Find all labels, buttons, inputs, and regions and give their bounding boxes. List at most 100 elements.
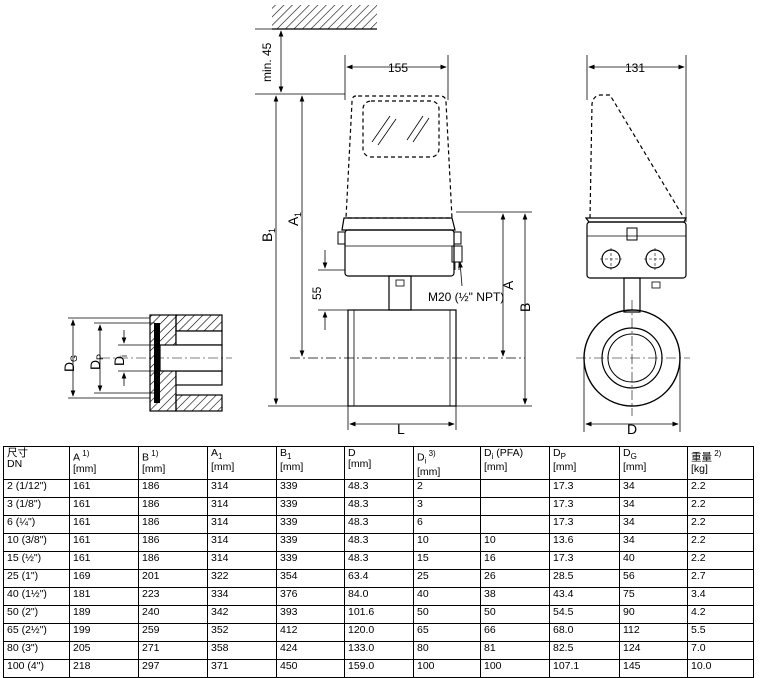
- table-cell: 2.7: [687, 568, 754, 588]
- header-footnote: 2): [712, 449, 722, 458]
- table-cell: 10.0: [687, 658, 754, 678]
- dp-sub: P: [95, 354, 105, 360]
- table-cell: 34: [619, 532, 688, 552]
- table-cell: 161: [69, 532, 139, 552]
- table-cell: 100: [413, 658, 481, 678]
- table-cell: 2.2: [687, 496, 754, 516]
- header-label: A: [211, 447, 219, 459]
- table-cell: 50 (2"): [3, 604, 70, 624]
- table-cell: 40: [619, 550, 688, 570]
- table-cell: 80 (3"): [3, 640, 70, 660]
- table-cell: [480, 496, 550, 516]
- table-cell: 240: [138, 604, 208, 624]
- table-cell: 189: [69, 604, 139, 624]
- column-header: B 1)[mm]: [138, 446, 208, 480]
- table-cell: 3: [413, 496, 481, 516]
- table-cell: 50: [413, 604, 481, 624]
- table-cell: 38: [480, 586, 550, 606]
- header-label: D: [417, 451, 425, 464]
- column-header: Di (PFA)[mm]: [480, 446, 550, 480]
- table-cell: 186: [138, 496, 208, 516]
- table-cell: 65 (2½"): [3, 622, 70, 642]
- d-label: D: [627, 421, 637, 437]
- header-label: D: [348, 447, 356, 459]
- header-unit: [mm]: [348, 458, 372, 470]
- table-cell: 223: [138, 586, 208, 606]
- table-cell: 424: [276, 640, 345, 660]
- table-cell: 2.2: [687, 514, 754, 534]
- header-label: B: [142, 451, 150, 464]
- table-cell: 2.2: [687, 478, 754, 498]
- table-cell: 75: [619, 586, 688, 606]
- header-subscript: 1: [218, 452, 223, 462]
- table-cell: 48.3: [344, 514, 414, 534]
- header-unit: [kg]: [691, 462, 708, 475]
- table-cell: 112: [619, 622, 688, 642]
- table-cell: 2 (1/12"): [3, 478, 70, 498]
- table-cell: 6: [413, 514, 481, 534]
- connection-detail: [68, 314, 232, 412]
- a1-sub: 1: [293, 212, 303, 217]
- table-cell: 186: [138, 550, 208, 570]
- header-unit: [mm]: [142, 462, 166, 475]
- table-cell: 354: [276, 568, 345, 588]
- header-unit: [mm]: [73, 462, 97, 475]
- table-cell: 66: [480, 622, 550, 642]
- offset-55-label: 55: [310, 286, 324, 300]
- header-label: A: [73, 451, 81, 464]
- table-cell: 17.3: [549, 478, 620, 498]
- header-footnote: 1): [80, 449, 90, 458]
- table-cell: 342: [207, 604, 277, 624]
- table-cell: 65: [413, 622, 481, 642]
- table-cell: 169: [69, 568, 139, 588]
- table-cell: 271: [138, 640, 208, 660]
- side-view: [576, 55, 690, 432]
- header-subscript: G: [630, 452, 637, 462]
- ceiling-hatch: [272, 5, 377, 30]
- table-cell: 133.0: [344, 640, 414, 660]
- table-cell: 101.6: [344, 604, 414, 624]
- header-label: B: [280, 447, 288, 459]
- table-cell: 7.0: [687, 640, 754, 660]
- table-cell: 84.0: [344, 586, 414, 606]
- column-header: Di 3)[mm]: [413, 446, 481, 480]
- table-cell: 124: [619, 640, 688, 660]
- table-cell: 3.4: [687, 586, 754, 606]
- table-cell: 40: [413, 586, 481, 606]
- table-cell: 48.3: [344, 496, 414, 516]
- table-cell: 218: [69, 658, 139, 678]
- table-cell: 314: [207, 514, 277, 534]
- column-header: D[mm]: [344, 446, 414, 480]
- table-cell: 314: [207, 496, 277, 516]
- header-unit: [mm]: [280, 461, 304, 474]
- table-cell: 339: [276, 478, 345, 498]
- header-unit: [mm]: [484, 461, 508, 474]
- table-cell: 3 (1/8"): [3, 496, 70, 516]
- column-header: A 1) [mm]: [69, 446, 139, 480]
- header-unit: [mm]: [553, 461, 577, 474]
- table-cell: 4.2: [687, 604, 754, 624]
- header-subscript: P: [560, 452, 566, 462]
- table-cell: 56: [619, 568, 688, 588]
- table-cell: 48.3: [344, 532, 414, 552]
- l-label: L: [397, 421, 405, 437]
- di-label: D: [111, 356, 127, 366]
- table-cell: 358: [207, 640, 277, 660]
- table-cell: 80: [413, 640, 481, 660]
- technical-drawing: min. 45: [61, 5, 690, 437]
- table-cell: 161: [69, 478, 139, 498]
- b1-label: B: [259, 233, 275, 242]
- table-cell: 100: [480, 658, 550, 678]
- table-cell: 339: [276, 550, 345, 570]
- table-cell: 50: [480, 604, 550, 624]
- table-cell: 352: [207, 622, 277, 642]
- table-cell: 90: [619, 604, 688, 624]
- header-subscript: i: [491, 452, 494, 462]
